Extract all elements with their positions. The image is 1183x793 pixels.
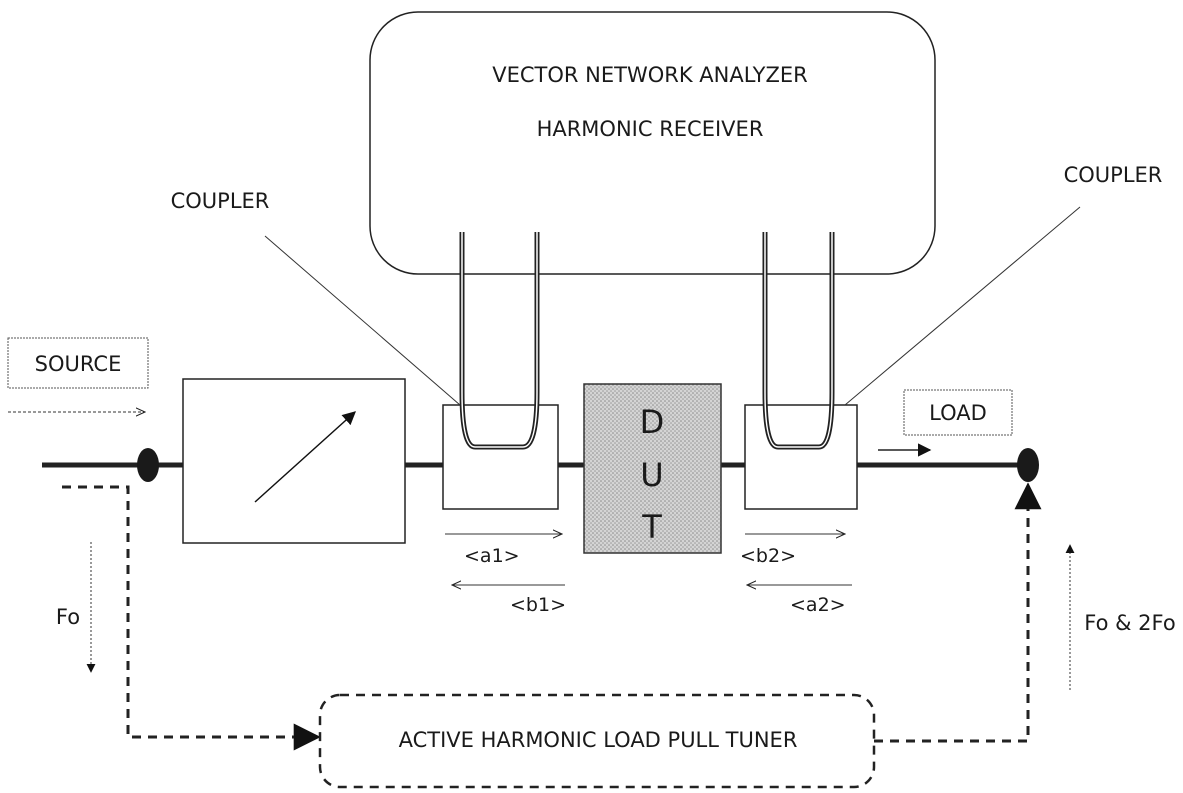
vna-subtitle: HARMONIC RECEIVER (537, 117, 764, 141)
dut-letter-t: T (641, 508, 662, 546)
load-label: LOAD (929, 401, 987, 425)
fo-2fo-label: Fo & 2Fo (1084, 611, 1175, 635)
tuner-output-dashed-path (874, 482, 1042, 743)
b2-wave-label: <b2> (740, 545, 796, 567)
a2-wave-label: <a2> (790, 594, 846, 616)
left-coupler-box (442, 404, 559, 510)
left-coupler-label: COUPLER (171, 189, 270, 213)
source-label: SOURCE (35, 352, 122, 376)
dut-letter-u: U (640, 456, 663, 494)
variable-attenuator-box (182, 378, 406, 544)
load-node-dot (1017, 448, 1039, 482)
tuner-input-dashed-path (62, 485, 321, 751)
source-node-dot (137, 448, 159, 482)
a1-wave-label: <a1> (464, 545, 520, 567)
tuner-label: ACTIVE HARMONIC LOAD PULL TUNER (399, 728, 798, 752)
source-label-box (7, 337, 149, 389)
fo-label: Fo (56, 605, 80, 629)
dut-box (583, 383, 722, 554)
b1-wave-label: <b1> (510, 594, 566, 616)
vna-title: VECTOR NETWORK ANALYZER (492, 63, 807, 87)
right-coupler-pointer (844, 206, 1081, 406)
load-label-box (903, 389, 1013, 436)
right-coupler-probe-inner (764, 232, 833, 448)
right-coupler-label: COUPLER (1064, 163, 1163, 187)
dut-letter-d: D (640, 403, 665, 441)
left-coupler-pointer (264, 235, 461, 406)
variable-arrow-icon (254, 411, 357, 503)
vna-box (369, 11, 936, 275)
right-coupler-box (744, 404, 858, 510)
tuner-box (318, 693, 876, 789)
left-coupler-probe-inner (461, 232, 538, 448)
